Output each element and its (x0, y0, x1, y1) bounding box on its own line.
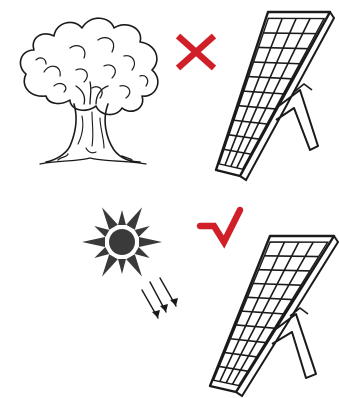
sun-ray (135, 247, 150, 258)
sun-ray (135, 226, 150, 237)
panel-grid-line (264, 256, 318, 257)
sun-icon (82, 207, 162, 276)
tree-icon (20, 18, 157, 164)
sun-ray (82, 237, 105, 247)
sun-ray (94, 247, 109, 258)
panel-grid-line (263, 33, 315, 34)
cross-mark-icon (178, 36, 214, 68)
sun-ray (102, 254, 118, 276)
sun-ray (118, 259, 126, 274)
sun-ray (102, 207, 118, 229)
sun-ray (118, 210, 126, 225)
sun-ray (126, 207, 142, 229)
sunlight-arrows-icon (142, 278, 178, 318)
check-mark-icon (200, 210, 240, 242)
sun-ray (126, 254, 142, 276)
sun-ray (94, 226, 109, 237)
solar-panel-icon (216, 12, 334, 180)
solar-panel-icon (210, 236, 338, 396)
sun-ray (139, 237, 162, 247)
